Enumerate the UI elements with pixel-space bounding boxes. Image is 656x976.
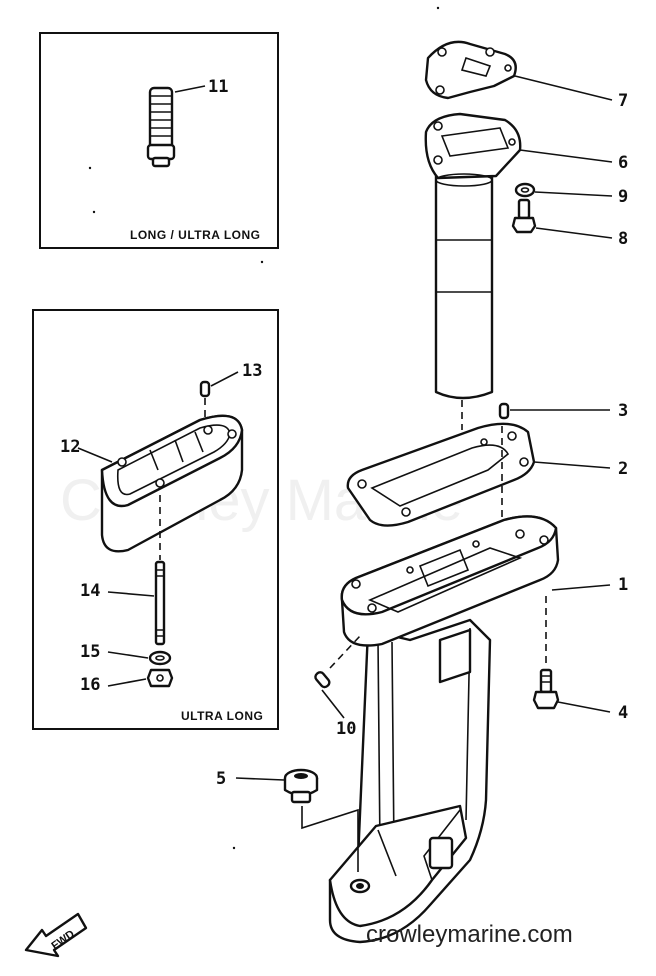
leader-10 — [321, 689, 345, 719]
leader-5 — [235, 777, 285, 781]
part-2-gasket — [346, 422, 536, 527]
inset-frame-long — [39, 32, 279, 249]
label-4: 4 — [618, 703, 628, 723]
part-4-bolt — [532, 668, 560, 710]
part-6-exhaust-tube — [424, 112, 522, 400]
label-1: 1 — [618, 575, 628, 595]
label-16: 16 — [80, 675, 100, 695]
leader-16 — [107, 678, 147, 687]
label-8: 8 — [618, 229, 628, 249]
forward-arrow-icon: FWD — [24, 912, 88, 958]
inset-frame-ultra — [32, 309, 279, 730]
label-13: 13 — [242, 361, 262, 381]
inset-label-long: LONG / ULTRA LONG — [130, 228, 261, 242]
part-1-upper-casing — [328, 515, 560, 944]
label-14: 14 — [80, 581, 100, 601]
label-11: 11 — [208, 77, 228, 97]
leader-15 — [107, 651, 149, 659]
part-13-dowel — [199, 380, 211, 398]
part-10-dowel — [314, 671, 331, 689]
label-9: 9 — [618, 187, 628, 207]
label-10: 10 — [336, 719, 356, 739]
label-6: 6 — [618, 153, 628, 173]
part-8-bolt — [511, 198, 537, 234]
label-5: 5 — [216, 769, 226, 789]
leader-11 — [174, 85, 206, 93]
leader-2 — [533, 461, 611, 469]
label-2: 2 — [618, 459, 628, 479]
leader-1 — [551, 584, 611, 591]
label-3: 3 — [618, 401, 628, 421]
inset-long-ultra-long: 11 LONG / ULTRA LONG — [39, 32, 279, 249]
leader-8 — [535, 227, 613, 239]
part-7-gasket — [424, 40, 517, 100]
inset-label-ultra: ULTRA LONG — [181, 709, 263, 723]
part-5-plug — [283, 768, 319, 804]
part-14-stud — [154, 560, 166, 646]
leader-5-path — [301, 806, 359, 872]
leader-14 — [107, 591, 155, 597]
site-url: crowleymarine.com — [366, 921, 573, 948]
label-15: 15 — [80, 642, 100, 662]
leader-9 — [534, 191, 613, 197]
leader-13 — [210, 371, 239, 387]
leader-6 — [519, 149, 613, 163]
part-3-dowel — [498, 402, 510, 420]
leader-12 — [77, 447, 113, 463]
part-12-spacer — [100, 414, 244, 553]
inset-ultra-long: 12 13 14 15 16 ULTRA LONG — [32, 309, 279, 730]
label-12: 12 — [60, 437, 80, 457]
part-11-tube — [146, 86, 176, 168]
leader-4 — [557, 701, 611, 713]
leader-7 — [514, 75, 613, 101]
label-7: 7 — [618, 91, 628, 111]
